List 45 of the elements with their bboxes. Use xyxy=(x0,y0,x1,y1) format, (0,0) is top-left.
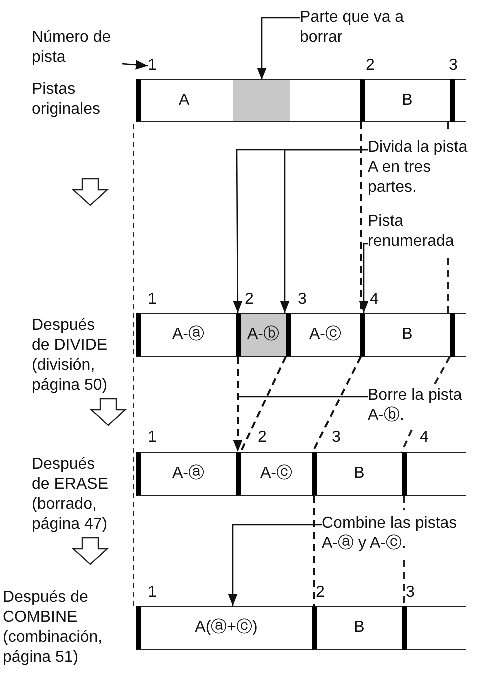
track-number: 3 xyxy=(332,428,341,448)
leader-line xyxy=(239,396,368,398)
track-label: B xyxy=(354,464,365,484)
track-label: A xyxy=(179,90,190,110)
track-number: 4 xyxy=(420,428,429,448)
stage-label: Después de DIVIDE (división, página 50) xyxy=(32,316,109,396)
track-label: B xyxy=(354,618,365,638)
track-number: 3 xyxy=(449,56,458,76)
track-segment xyxy=(236,452,312,496)
track-label: A-ⓐ xyxy=(172,325,204,345)
arrow xyxy=(280,149,368,313)
track-number: 4 xyxy=(370,290,379,310)
arrow xyxy=(257,17,300,80)
track-number: 2 xyxy=(366,56,375,76)
shaded-region xyxy=(233,80,290,121)
dashed-line xyxy=(240,356,287,452)
track-number: 3 xyxy=(298,290,307,310)
track-number: 3 xyxy=(406,583,415,603)
track-number: 1 xyxy=(148,583,157,603)
track-segment xyxy=(136,452,236,496)
stage-label: Después de COMBINE (combinación, página 51) xyxy=(3,588,104,668)
track-segment xyxy=(236,313,286,357)
dashed-arrow xyxy=(233,357,243,452)
track-number: 1 xyxy=(148,290,157,310)
track-number: 1 xyxy=(148,428,157,448)
track-number: 2 xyxy=(258,428,267,448)
dashed-line xyxy=(312,356,362,452)
track-label: A-ⓑ xyxy=(248,325,280,345)
track-number: 2 xyxy=(245,290,254,310)
arrow xyxy=(228,524,322,606)
stage-label: Pistas originales xyxy=(32,80,102,120)
track-label: A(ⓐ+ⓒ) xyxy=(195,618,258,638)
track-label: A-ⓐ xyxy=(172,464,204,484)
stage-label: Después de ERASE (borrado, página 47) xyxy=(32,455,110,535)
track-label: B xyxy=(402,90,413,110)
track-segment xyxy=(136,79,360,122)
track-label: B xyxy=(402,325,413,345)
track-segment xyxy=(136,606,312,650)
track-label: A-ⓒ xyxy=(310,325,342,345)
dashed-line xyxy=(313,496,315,606)
track-number: 2 xyxy=(316,583,325,603)
arrow xyxy=(359,243,369,313)
track-label: A-ⓒ xyxy=(260,464,292,484)
callout-text: Número de pista xyxy=(32,28,122,68)
arrow xyxy=(122,60,148,70)
